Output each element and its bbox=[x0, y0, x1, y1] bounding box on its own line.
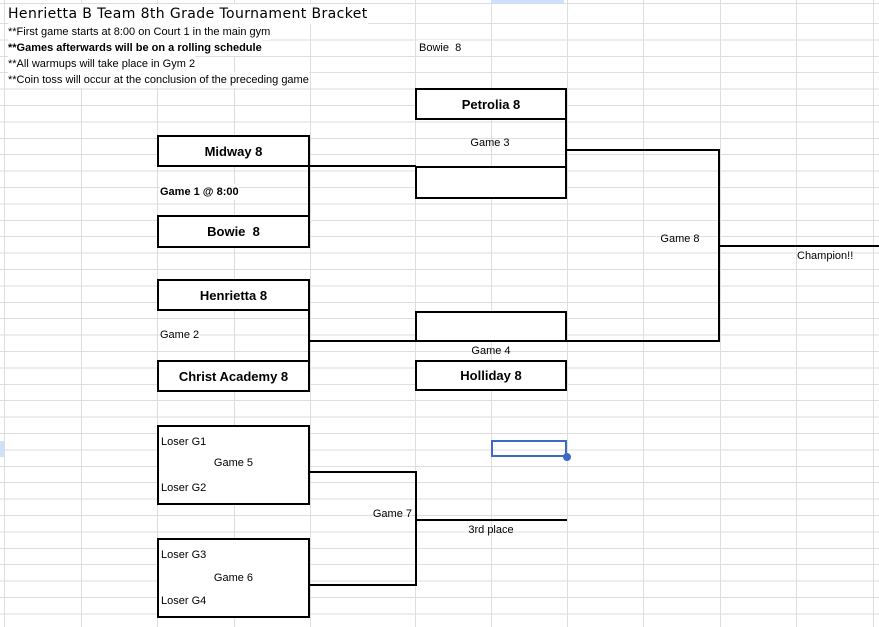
column-gridline bbox=[567, 0, 568, 627]
game4-winner-box[interactable] bbox=[415, 311, 567, 342]
note-line-1: **First game starts at 8:00 on Court 1 i… bbox=[8, 24, 271, 40]
team-box-henrietta[interactable]: Henrietta 8 bbox=[157, 279, 310, 311]
game7-connector-line bbox=[415, 471, 417, 586]
game8-label: Game 8 bbox=[660, 233, 700, 245]
third-place-label: 3rd place bbox=[468, 524, 514, 536]
game5-label: Game 5 bbox=[213, 457, 254, 469]
column-gridline bbox=[234, 0, 235, 627]
note-line-3: **All warmups will take place in Gym 2 bbox=[8, 56, 196, 72]
team-box-holliday[interactable]: Holliday 8 bbox=[415, 360, 567, 391]
game1-connector-line bbox=[308, 165, 310, 217]
loser-g2-label: Loser G2 bbox=[161, 482, 207, 494]
game4-label: Game 4 bbox=[471, 345, 511, 357]
team-box-midway[interactable]: Midway 8 bbox=[157, 135, 310, 167]
column-gridline bbox=[157, 0, 158, 627]
column-gridline bbox=[873, 0, 874, 627]
game3-connector-line bbox=[565, 118, 567, 168]
game6-box[interactable] bbox=[157, 538, 310, 618]
team-box-bowie[interactable]: Bowie 8 bbox=[157, 215, 310, 248]
column-highlight-sliver bbox=[491, 0, 564, 4]
column-gridline bbox=[643, 0, 644, 627]
game6-label: Game 6 bbox=[213, 572, 254, 584]
champion-line bbox=[718, 245, 879, 247]
game2-connector-line bbox=[308, 309, 310, 362]
team-box-christ-academy[interactable]: Christ Academy 8 bbox=[157, 360, 310, 392]
selected-cell[interactable] bbox=[491, 440, 567, 457]
champion-label: Champion!! bbox=[797, 248, 854, 264]
column-gridline bbox=[796, 0, 797, 627]
game1-winner-line bbox=[308, 165, 416, 167]
column-gridline bbox=[720, 0, 721, 627]
loser-g1-label: Loser G1 bbox=[161, 436, 207, 448]
note-line-4: **Coin toss will occur at the conclusion… bbox=[8, 72, 309, 88]
game2-winner-line bbox=[308, 340, 417, 342]
loser-g4-label: Loser G4 bbox=[161, 595, 207, 607]
sheet-title: Henrietta B Team 8th Grade Tournament Br… bbox=[8, 4, 368, 24]
game5-box[interactable] bbox=[157, 425, 310, 505]
game3-winner-line bbox=[565, 149, 720, 151]
game6-winner-line bbox=[308, 584, 417, 586]
game3-winner-box[interactable] bbox=[415, 166, 567, 199]
game1-label: Game 1 @ 8:00 bbox=[160, 184, 239, 200]
game2-label: Game 2 bbox=[160, 327, 200, 343]
column-gridline bbox=[4, 0, 5, 627]
seed-label-bowie: Bowie 8 bbox=[419, 40, 462, 56]
column-gridline bbox=[310, 0, 311, 627]
row-highlight-sliver bbox=[0, 441, 4, 457]
game3-label: Game 3 bbox=[470, 137, 510, 149]
game7-label: Game 7 bbox=[372, 508, 412, 520]
column-gridline bbox=[81, 0, 82, 627]
row-gridline-top bbox=[0, 3, 879, 4]
team-box-petrolia[interactable]: Petrolia 8 bbox=[415, 88, 567, 120]
fill-handle[interactable] bbox=[563, 453, 571, 461]
note-line-2: **Games afterwards will be on a rolling … bbox=[8, 40, 262, 56]
third-place-line bbox=[415, 519, 567, 521]
game5-winner-line bbox=[308, 471, 417, 473]
game4-winner-line bbox=[565, 340, 720, 342]
loser-g3-label: Loser G3 bbox=[161, 549, 207, 561]
